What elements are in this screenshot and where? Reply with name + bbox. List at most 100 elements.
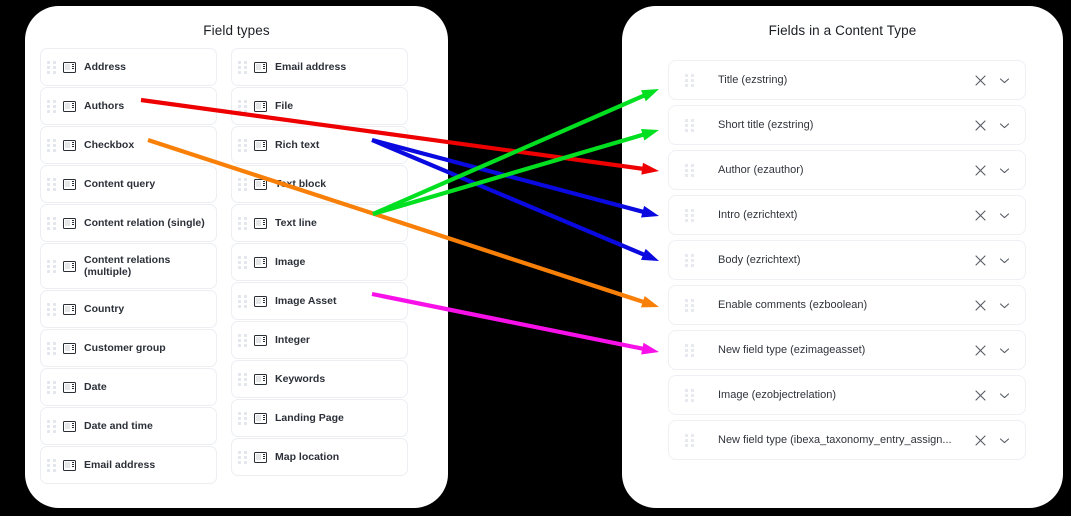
drag-handle-icon[interactable] [47,380,56,394]
drag-handle-icon[interactable] [47,341,56,355]
field-type-card[interactable]: Content query [40,165,217,203]
drag-handle-icon[interactable] [238,255,247,269]
content-type-field-row[interactable]: Short title (ezstring) [668,105,1026,145]
field-type-card[interactable]: Image [231,243,408,281]
field-type-card[interactable]: File [231,87,408,125]
field-type-label: Rich text [275,138,320,151]
drag-handle-icon[interactable] [238,372,247,386]
drag-handle-icon[interactable] [685,253,694,267]
content-type-field-label: Intro (ezrichtext) [718,209,798,221]
chevron-down-icon[interactable] [993,429,1015,451]
content-type-field-list: Title (ezstring) Short title (ezstring) Au… [668,60,1026,465]
drag-handle-icon[interactable] [238,411,247,425]
field-type-icon [63,100,76,112]
drag-handle-icon[interactable] [47,259,56,273]
field-type-icon [254,334,267,346]
drag-handle-icon[interactable] [238,99,247,113]
drag-handle-icon[interactable] [238,294,247,308]
row-actions [969,159,1015,181]
close-icon[interactable] [969,249,991,271]
drag-handle-icon[interactable] [685,298,694,312]
close-icon[interactable] [969,339,991,361]
drag-handle-icon[interactable] [685,118,694,132]
chevron-down-icon[interactable] [993,384,1015,406]
field-type-card[interactable]: Date [40,368,217,406]
drag-handle-icon[interactable] [47,138,56,152]
chevron-down-icon[interactable] [993,114,1015,136]
drag-handle-icon[interactable] [685,73,694,87]
drag-handle-icon[interactable] [238,333,247,347]
chevron-down-icon[interactable] [993,159,1015,181]
chevron-down-icon[interactable] [993,294,1015,316]
close-icon[interactable] [969,159,991,181]
drag-handle-icon[interactable] [685,433,694,447]
close-icon[interactable] [969,429,991,451]
content-type-field-row[interactable]: Intro (ezrichtext) [668,195,1026,235]
content-type-field-row[interactable]: Image (ezobjectrelation) [668,375,1026,415]
content-type-field-row[interactable]: Enable comments (ezboolean) [668,285,1026,325]
drag-handle-icon[interactable] [47,216,56,230]
field-type-card[interactable]: Rich text [231,126,408,164]
field-type-icon [254,451,267,463]
field-type-card[interactable]: Integer [231,321,408,359]
close-icon[interactable] [969,204,991,226]
chevron-down-icon[interactable] [993,69,1015,91]
field-type-card[interactable]: Map location [231,438,408,476]
drag-handle-icon[interactable] [238,177,247,191]
field-type-card[interactable]: Keywords [231,360,408,398]
field-type-card[interactable]: Customer group [40,329,217,367]
content-type-field-row[interactable]: Author (ezauthor) [668,150,1026,190]
drag-handle-icon[interactable] [685,388,694,402]
field-type-card[interactable]: Checkbox [40,126,217,164]
chevron-down-icon[interactable] [993,204,1015,226]
field-type-card[interactable]: Date and time [40,407,217,445]
field-type-label: Address [84,60,127,73]
field-type-card[interactable]: Content relations (multiple) [40,243,217,289]
close-icon[interactable] [969,69,991,91]
drag-handle-icon[interactable] [47,302,56,316]
drag-handle-icon[interactable] [47,60,56,74]
content-type-field-label: Enable comments (ezboolean) [718,299,868,311]
content-type-field-row[interactable]: Body (ezrichtext) [668,240,1026,280]
row-actions [969,339,1015,361]
field-type-card[interactable]: Email address [231,48,408,86]
drag-handle-icon[interactable] [47,99,56,113]
field-type-card[interactable]: Image Asset [231,282,408,320]
drag-handle-icon[interactable] [238,60,247,74]
field-type-card[interactable]: Authors [40,87,217,125]
row-actions [969,294,1015,316]
field-type-card[interactable]: Country [40,290,217,328]
field-type-icon [63,178,76,190]
field-type-card[interactable]: Content relation (single) [40,204,217,242]
field-type-label: Content relation (single) [84,216,205,229]
close-icon[interactable] [969,384,991,406]
field-type-card[interactable]: Email address [40,446,217,484]
content-type-field-row[interactable]: New field type (ibexa_taxonomy_entry_ass… [668,420,1026,460]
field-type-icon [254,412,267,424]
drag-handle-icon[interactable] [685,163,694,177]
content-type-field-row[interactable]: Title (ezstring) [668,60,1026,100]
field-type-card[interactable]: Text line [231,204,408,242]
field-type-card[interactable]: Landing Page [231,399,408,437]
chevron-down-icon[interactable] [993,339,1015,361]
drag-handle-icon[interactable] [47,419,56,433]
field-type-label: Country [84,302,125,315]
chevron-down-icon[interactable] [993,249,1015,271]
content-type-fields-panel: Fields in a Content Type Title (ezstring… [622,6,1063,508]
drag-handle-icon[interactable] [238,216,247,230]
content-type-field-row[interactable]: New field type (ezimageasset) [668,330,1026,370]
drag-handle-icon[interactable] [47,177,56,191]
drag-handle-icon[interactable] [238,450,247,464]
drag-handle-icon[interactable] [685,208,694,222]
close-icon[interactable] [969,294,991,316]
field-type-label: Customer group [84,341,166,354]
drag-handle-icon[interactable] [685,343,694,357]
drag-handle-icon[interactable] [47,458,56,472]
drag-handle-icon[interactable] [238,138,247,152]
field-type-card[interactable]: Address [40,48,217,86]
close-icon[interactable] [969,114,991,136]
field-type-card[interactable]: Text block [231,165,408,203]
